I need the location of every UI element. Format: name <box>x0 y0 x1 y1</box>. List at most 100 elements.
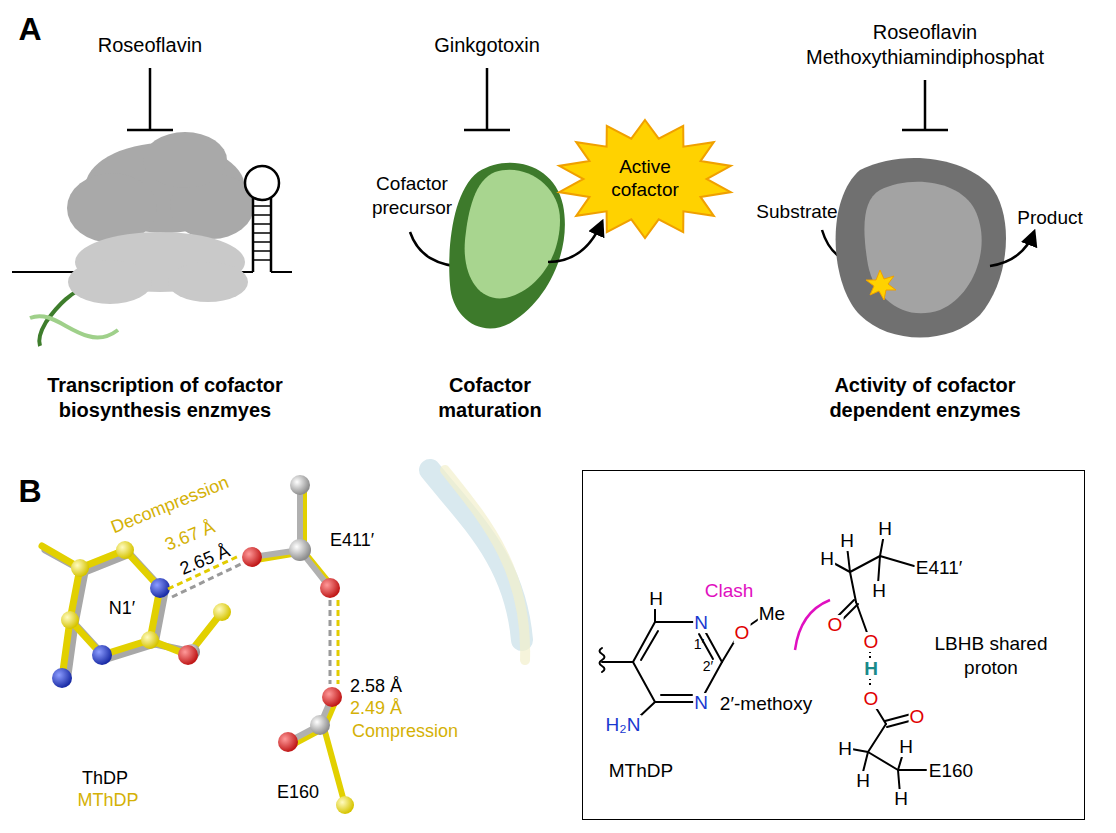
scheme-text: H <box>855 771 871 791</box>
scheme-text: H <box>898 737 914 757</box>
chemical-bonds-part <box>880 556 914 566</box>
scheme-text: O <box>827 615 844 635</box>
maturation-enzyme-part <box>465 170 560 299</box>
ribosome-part-part <box>253 232 271 234</box>
structure-render-part <box>52 668 72 688</box>
chemical-bonds-part <box>898 769 926 771</box>
chemical-bonds-part <box>602 661 633 663</box>
label-text: Product <box>1017 208 1082 228</box>
inhibition-bar-part <box>924 80 927 130</box>
structure-render-part <box>213 603 231 621</box>
label-text: A <box>18 13 41 47</box>
clash-arc <box>795 600 830 650</box>
inhibition-bar-part <box>486 68 489 130</box>
hydrogen-bond-part <box>869 678 871 688</box>
scheme-text: H <box>871 581 887 601</box>
ribosome-part-part <box>253 259 271 261</box>
scheme-text: Me <box>758 604 786 624</box>
structure-render-part <box>289 539 311 561</box>
star-outline <box>559 120 731 238</box>
ribosome-part <box>253 206 271 260</box>
scheme-text: H₂N <box>605 715 642 735</box>
label-text: Ginkgotoxin <box>434 35 540 56</box>
label-text: 2.49 Å <box>349 699 403 718</box>
structure-render-part <box>61 611 79 629</box>
scheme-text: Clash <box>705 581 754 601</box>
structure-render-part <box>322 687 342 707</box>
ribosome-part-part <box>168 262 248 302</box>
inhibition-bar-part <box>149 68 152 130</box>
ribosome-part-part <box>252 198 255 272</box>
structure-render-part <box>150 578 170 598</box>
dependent-enzyme-part <box>836 158 1006 338</box>
structure-render-part <box>336 796 354 814</box>
inhibition-bar-part <box>902 129 948 132</box>
label-text: ThDP <box>82 769 128 788</box>
scheme-text: E160 <box>928 761 974 781</box>
chemical-bonds-part <box>878 556 880 584</box>
star-text: Active cofactor <box>595 156 695 202</box>
label-text: Substrate <box>756 202 837 222</box>
ribosome-part <box>30 316 118 337</box>
structure-render-part <box>242 547 262 567</box>
scheme-text: O <box>863 632 880 652</box>
label-text: B <box>18 475 41 509</box>
scheme-text: H <box>863 659 879 679</box>
ribosome-part-part <box>253 214 271 216</box>
structure-render-part <box>445 470 525 660</box>
inhibition-bar-part <box>464 129 510 132</box>
structure-render-part <box>141 631 159 649</box>
maturation-enzyme-part <box>548 222 602 262</box>
hydrogen-bond-part <box>869 651 871 659</box>
chemical-bonds <box>600 534 927 794</box>
structure-render-part <box>329 600 332 684</box>
label-text: Cofactor precursor <box>367 172 457 220</box>
ribosome-part-part <box>143 132 227 188</box>
cofactor-star: Active cofactor <box>555 118 735 240</box>
ribosome-part <box>67 132 254 243</box>
structure-render-part <box>178 645 198 665</box>
scheme-text: E411′ <box>915 558 964 578</box>
ribosome-part-part <box>253 250 271 252</box>
scheme-text: O <box>734 623 751 643</box>
inhibition-bar <box>127 68 948 130</box>
scheme-text: N <box>693 613 709 633</box>
ribosome-part-part <box>253 223 271 225</box>
structure-render-part <box>116 541 134 559</box>
structure-render-part <box>92 645 112 665</box>
label-text: Roseoflavin Methoxythiamindiphosphat <box>775 20 1075 70</box>
structure-render-part <box>278 732 298 752</box>
ribosome-part-part <box>270 198 273 272</box>
label-text: Compression <box>352 722 458 741</box>
chemical-bonds-part <box>600 648 605 672</box>
ribosome-part-part <box>245 166 279 200</box>
chemical-bonds-part <box>868 724 886 752</box>
ribosome-part <box>271 271 292 273</box>
chemical-bonds-part <box>850 556 880 572</box>
structure-render-part <box>71 559 89 577</box>
ribosome-part <box>68 232 248 304</box>
ribosome-part-part <box>253 205 271 207</box>
dependent-enzyme-part <box>990 232 1034 266</box>
label-text: Activity of cofactor dependent enzymes <box>800 373 1050 423</box>
scheme-box: ClashHN1′2′OMeN2′-methoxyH₂NMThDPHHHHE41… <box>582 470 1085 820</box>
dependent-enzyme-part <box>866 270 896 300</box>
scheme-text: H <box>837 739 853 759</box>
structure-render <box>42 470 525 814</box>
dependent-enzyme <box>822 158 1034 338</box>
scheme-text: 2′-methoxy <box>720 694 812 714</box>
ribosome-part <box>245 166 279 272</box>
maturation-enzyme-part <box>449 163 565 329</box>
scheme-text: H <box>877 519 893 539</box>
label-text: Cofactor maturation <box>405 373 575 423</box>
scheme-text: H <box>839 531 855 551</box>
structure-render-part-part <box>324 728 345 805</box>
scheme-text: O <box>909 707 926 727</box>
structure-render-part <box>252 485 330 588</box>
scheme-text: LBHB shared proton <box>929 632 1054 680</box>
scheme-text: 2′ <box>703 659 713 674</box>
chemical-bonds-part <box>633 662 655 702</box>
structure-render-part <box>256 487 335 590</box>
scheme-text: H <box>819 549 835 569</box>
